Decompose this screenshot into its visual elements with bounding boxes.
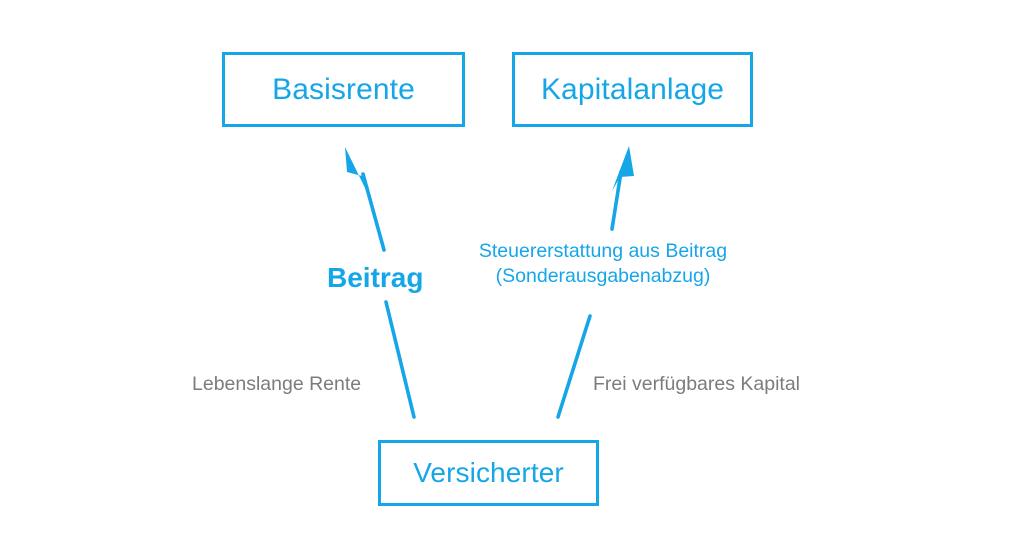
edge-versicherter-to-kapitalanlage [556,146,634,419]
node-kapitalanlage-label: Kapitalanlage [540,72,725,106]
arrowhead-basisrente [345,147,366,190]
node-basisrente[interactable]: Basisrente [222,52,465,127]
edge-line-upper-right [610,170,623,231]
edge-label-beitrag: Beitrag [327,262,424,293]
node-basisrente-label: Basisrente [272,72,415,106]
edge-label-steuererstattung: Steuererstattung aus Beitrag (Sonderausg… [455,239,751,289]
edge-line-lower-left [384,300,416,419]
node-kapitalanlage[interactable]: Kapitalanlage [512,52,753,127]
edge-label-steuererstattung-line1: Steuererstattung aus Beitrag [478,240,728,262]
edge-label-lebenslange-rente: Lebenslange Rente [192,373,362,395]
edge-line-lower-right [556,314,592,419]
edge-versicherter-to-basisrente [345,147,416,419]
arrowhead-kapitalanlage [612,146,634,191]
edge-label-steuererstattung-line2: (Sonderausgabenabzug) [495,265,711,287]
node-versicherter[interactable]: Versicherter [378,440,599,506]
edge-line-upper-left [361,172,386,252]
edge-label-frei-verfuegbares-kapital: Frei verfügbares Kapital [593,373,801,395]
node-versicherter-label: Versicherter [413,457,564,488]
